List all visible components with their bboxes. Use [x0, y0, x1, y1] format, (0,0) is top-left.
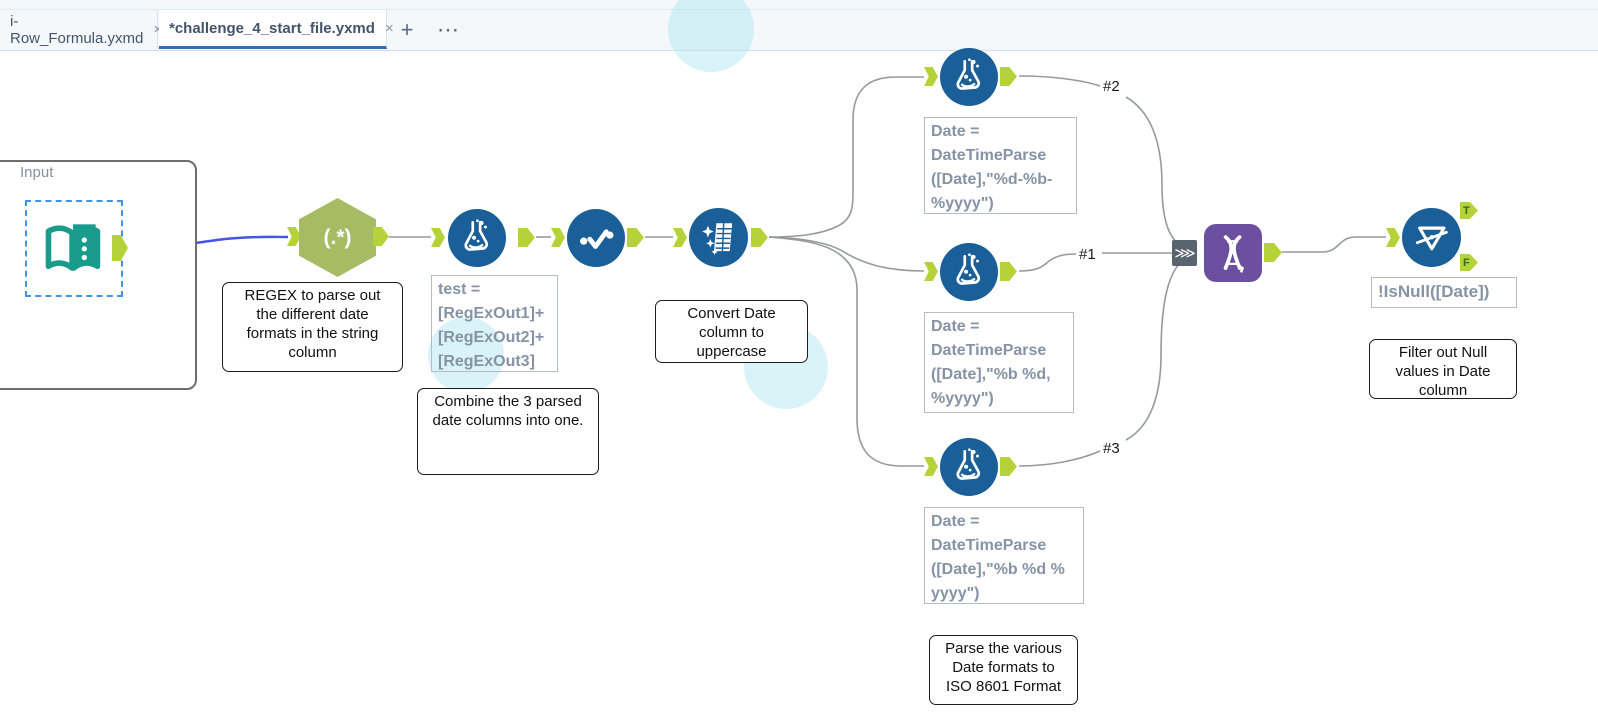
output-anchor[interactable] [1000, 67, 1017, 86]
flask-icon [956, 447, 980, 480]
book-icon [45, 224, 101, 272]
output-anchor[interactable] [1264, 243, 1282, 262]
connection-label-1[interactable]: #1 [1079, 246, 1096, 263]
filter-icon [1415, 226, 1448, 250]
flask-icon [464, 218, 488, 251]
annotation-test[interactable]: test = [RegExOut1]+ [RegExOut2]+ [RegExO… [431, 275, 558, 372]
input-anchor[interactable] [924, 262, 938, 281]
output-anchor[interactable] [1000, 262, 1017, 281]
tab-bar: i-Row_Formula.yxmd × *challenge_4_start_… [0, 0, 1598, 51]
input-anchor[interactable] [431, 228, 445, 247]
comment-combine[interactable]: Combine the 3 parsed date columns into o… [417, 388, 599, 475]
tab-row-formula[interactable]: i-Row_Formula.yxmd × [0, 10, 162, 49]
text-input-tool[interactable] [35, 209, 111, 289]
connection-formula1-label[interactable] [1018, 253, 1077, 272]
tab-label: i-Row_Formula.yxmd [10, 12, 144, 47]
formula-tool-3[interactable] [940, 438, 998, 496]
output-anchor[interactable] [1000, 457, 1017, 476]
connection-formula2-label[interactable] [1018, 75, 1101, 87]
annotation-date3[interactable]: Date = DateTimeParse ([Date],"%b %d % yy… [924, 507, 1084, 604]
new-tab-button[interactable]: + [400, 16, 414, 42]
formula-tool[interactable] [448, 209, 506, 267]
output-anchor[interactable] [751, 228, 768, 247]
formula-tool-2[interactable] [940, 48, 998, 106]
input-anchor[interactable] [287, 227, 301, 246]
checkmark-icon [579, 228, 614, 249]
close-icon[interactable]: × [384, 19, 394, 37]
formula-tool-1[interactable] [940, 243, 998, 301]
cleanse-icon [701, 222, 732, 255]
connection-formula3-label[interactable] [1018, 450, 1101, 467]
output-anchor[interactable] [373, 227, 389, 246]
tab-label: *challenge_4_start_file.yxmd [169, 19, 375, 37]
true-output-anchor[interactable]: T [1460, 202, 1478, 219]
output-anchor[interactable] [518, 228, 535, 247]
tab-overflow-button[interactable]: ⋯ [437, 16, 459, 42]
select-tool[interactable] [567, 209, 625, 267]
flask-icon [956, 252, 980, 285]
input-anchor[interactable] [924, 457, 938, 476]
comment-uppercase[interactable]: Convert Date column to uppercase [655, 300, 808, 363]
tab-challenge-4-start-file[interactable]: *challenge_4_start_file.yxmd × [159, 10, 394, 49]
comment-filter[interactable]: Filter out Null values in Date column [1369, 339, 1517, 399]
input-anchor[interactable] [1386, 228, 1400, 247]
input-anchor[interactable] [551, 228, 565, 247]
connection-union-filter[interactable] [1282, 236, 1386, 253]
flask-icon [956, 57, 980, 90]
connection-label-3[interactable]: #3 [1103, 440, 1120, 457]
input-anchor[interactable] [924, 67, 938, 86]
connection-label2-union[interactable] [1125, 96, 1196, 253]
false-output-anchor[interactable]: F [1460, 254, 1478, 271]
data-cleanse-tool[interactable] [689, 208, 748, 267]
union-tool[interactable] [1204, 224, 1262, 282]
union-dna-icon [1224, 235, 1245, 274]
connection-cleanse-formula3[interactable] [768, 236, 924, 467]
connection-cleanse-formula2[interactable] [768, 76, 924, 238]
regex-glyph: (.*) [323, 225, 352, 249]
container-label: Input [20, 164, 54, 181]
decor-circle [668, 0, 754, 72]
decor-circle [428, 317, 504, 393]
annotation-filter[interactable]: !IsNull([Date]) [1371, 277, 1517, 308]
connection-label3-union[interactable] [1125, 253, 1196, 441]
filter-tool[interactable] [1402, 208, 1461, 267]
connection-label-2[interactable]: #2 [1103, 78, 1120, 95]
comment-iso[interactable]: Parse the various Date formats to ISO 86… [929, 635, 1078, 705]
close-tab-icon[interactable]: × [153, 21, 163, 38]
multi-input-anchor[interactable]: ⋙ [1172, 240, 1197, 266]
connection-cleanse-formula1[interactable] [768, 236, 925, 272]
output-anchor[interactable] [112, 235, 128, 261]
annotation-date1[interactable]: Date = DateTimeParse ([Date],"%b %d, %yy… [924, 312, 1074, 413]
input-anchor[interactable] [673, 228, 687, 247]
output-anchor[interactable] [627, 228, 644, 247]
annotation-date2[interactable]: Date = DateTimeParse ([Date],"%d-%b- %yy… [924, 117, 1077, 214]
comment-regex[interactable]: REGEX to parse out the different date fo… [222, 282, 403, 372]
